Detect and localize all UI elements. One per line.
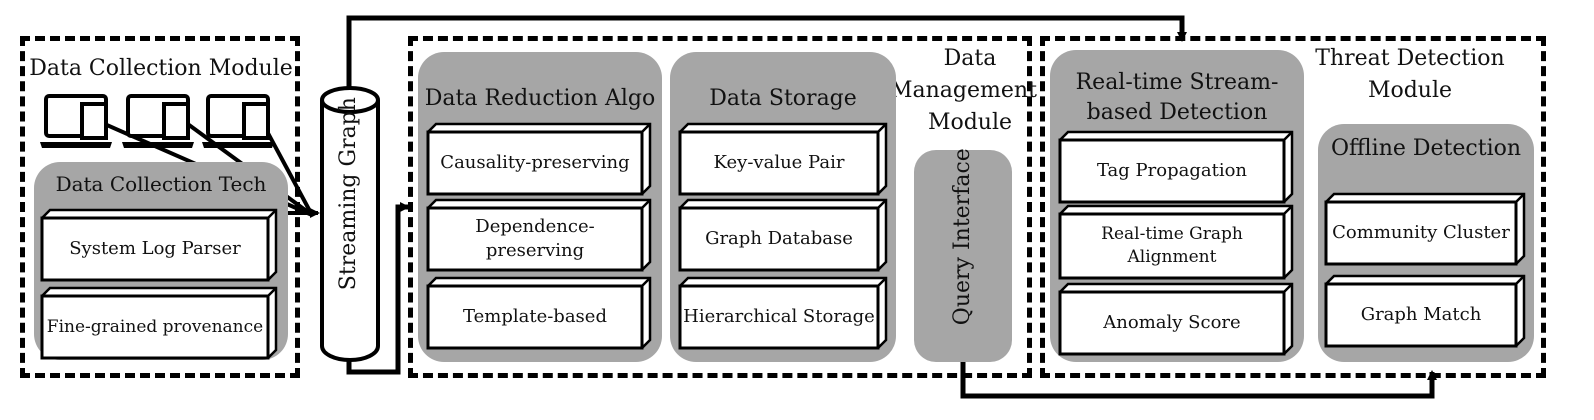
box-tag-propagation: Tag Propagation (1058, 130, 1294, 204)
data-collection-module (20, 36, 300, 378)
box-template-based-label: Template-based (463, 305, 607, 327)
box-community-cluster: Community Cluster (1324, 192, 1526, 266)
offline-detection-title: Offline Detection (1330, 136, 1522, 161)
box-fine-grained-provenance: Fine-grained provenance (40, 286, 278, 360)
box-dependence-preserving: Dependence- preserving (426, 198, 652, 272)
box-graph-database: Graph Database (678, 198, 888, 272)
box-causality-preserving-label: Causality-preserving (440, 151, 630, 173)
computer-icon-1 (40, 94, 112, 148)
box-fine-grained-provenance-label: Fine-grained provenance (46, 316, 264, 337)
box-hierarchical-storage: Hierarchical Storage (678, 276, 888, 350)
box-graph-match-label: Graph Match (1360, 303, 1482, 325)
threat-detection-title-line1: Threat Detection (1315, 46, 1505, 71)
arrow-graph-to-realtime (346, 15, 1187, 95)
box-key-value-pair-label: Key-value Pair (713, 151, 845, 173)
data-management-module-title-line1: Data (943, 46, 997, 71)
arrow-query-to-offline (960, 360, 1437, 399)
data-management-module (408, 36, 1032, 378)
query-interface-panel (914, 150, 1012, 362)
realtime-detection-title-line1: Real-time Stream- (1075, 70, 1279, 95)
query-interface-label: Query Interface (949, 148, 975, 326)
box-graph-database-label: Graph Database (705, 227, 853, 249)
box-hierarchical-storage-label: Hierarchical Storage (683, 305, 875, 327)
computer-icons (40, 94, 274, 148)
box-graph-match: Graph Match (1324, 274, 1526, 348)
data-collection-tech-title: Data Collection Tech (55, 172, 267, 196)
box-causality-preserving: Causality-preserving (426, 122, 652, 196)
data-collection-module-title: Data Collection Module (29, 56, 293, 81)
arrow-graph-to-management (346, 202, 410, 375)
threat-detection-title-line2: Module (1367, 78, 1453, 103)
data-storage-title: Data Storage (709, 86, 857, 111)
data-management-module-title-line2: Management (890, 78, 1037, 103)
box-anomaly-score-label: Anomaly Score (1103, 311, 1241, 333)
box-template-based: Template-based (426, 276, 652, 350)
box-tag-propagation-label: Tag Propagation (1096, 159, 1248, 181)
computer-icon-3 (202, 94, 274, 148)
streaming-graph-cylinder (320, 86, 380, 362)
box-realtime-graph-alignment: Real-time Graph Alignment (1058, 204, 1294, 280)
box-system-log-parser: System Log Parser (40, 208, 278, 282)
streaming-graph-label: Streaming Graph (335, 97, 361, 291)
computer-icon-2 (122, 94, 194, 148)
threat-detection-module (1040, 36, 1546, 378)
box-key-value-pair: Key-value Pair (678, 122, 888, 196)
realtime-detection-title-line2: based Detection (1086, 100, 1268, 125)
data-management-module-title-line3: Module (927, 110, 1013, 135)
data-reduction-title: Data Reduction Algo (424, 86, 656, 111)
box-system-log-parser-label: System Log Parser (69, 237, 241, 259)
box-community-cluster-label: Community Cluster (1332, 221, 1510, 243)
box-anomaly-score: Anomaly Score (1058, 282, 1294, 356)
box-realtime-graph-alignment-label: Real-time Graph Alignment (1101, 224, 1243, 267)
box-dependence-preserving-label: Dependence- preserving (475, 215, 595, 261)
line-computer-3 (260, 121, 314, 216)
